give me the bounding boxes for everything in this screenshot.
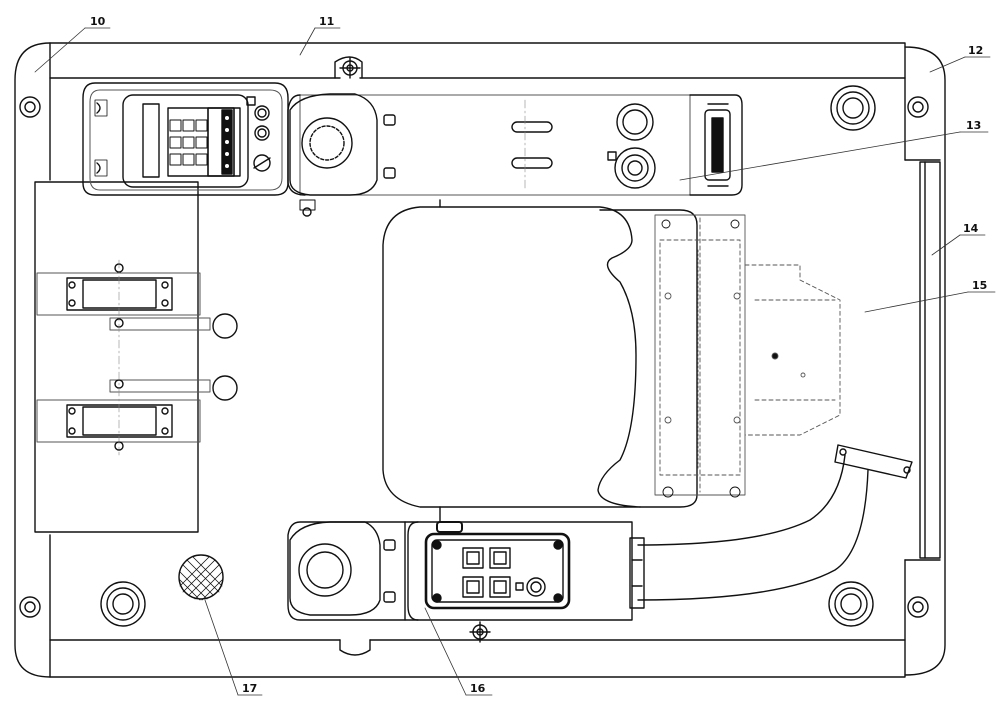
callout-15: 15: [972, 279, 987, 292]
seat-cushion: [382, 199, 698, 523]
corner-screw-top-right: [907, 96, 929, 118]
top-control-panel: [82, 82, 289, 196]
corner-screw-top-left: [19, 96, 41, 118]
slide-rail-mechanism: [654, 214, 841, 498]
callout-17: 17: [242, 682, 257, 695]
corner-screw-bottom-left: [19, 596, 41, 618]
mesh-grille: [178, 554, 224, 601]
mount-bushing-bottom-right: [828, 581, 874, 627]
center-bolt-top: [339, 57, 361, 79]
right-side-rail: [919, 161, 941, 559]
panel-frame: [14, 42, 946, 678]
mount-bushing-top-right: [830, 85, 876, 131]
callout-16: 16: [470, 682, 486, 695]
mount-bushing-bottom-left: [100, 581, 146, 627]
leader-lines: [34, 27, 996, 696]
callout-12: 12: [968, 44, 983, 57]
lower-console: [287, 521, 645, 621]
callout-labels: 10 11 12 13 14 15 16 17: [90, 15, 987, 695]
center-bolt-bottom: [469, 621, 491, 643]
callout-10: 10: [90, 15, 106, 28]
callout-14: 14: [963, 222, 979, 235]
left-side-console: [34, 181, 238, 533]
cable-hose: [637, 444, 913, 601]
upper-joystick-housing: [287, 93, 743, 217]
callout-13: 13: [966, 119, 981, 132]
callout-11: 11: [319, 15, 334, 28]
corner-screw-bottom-right: [907, 596, 929, 618]
